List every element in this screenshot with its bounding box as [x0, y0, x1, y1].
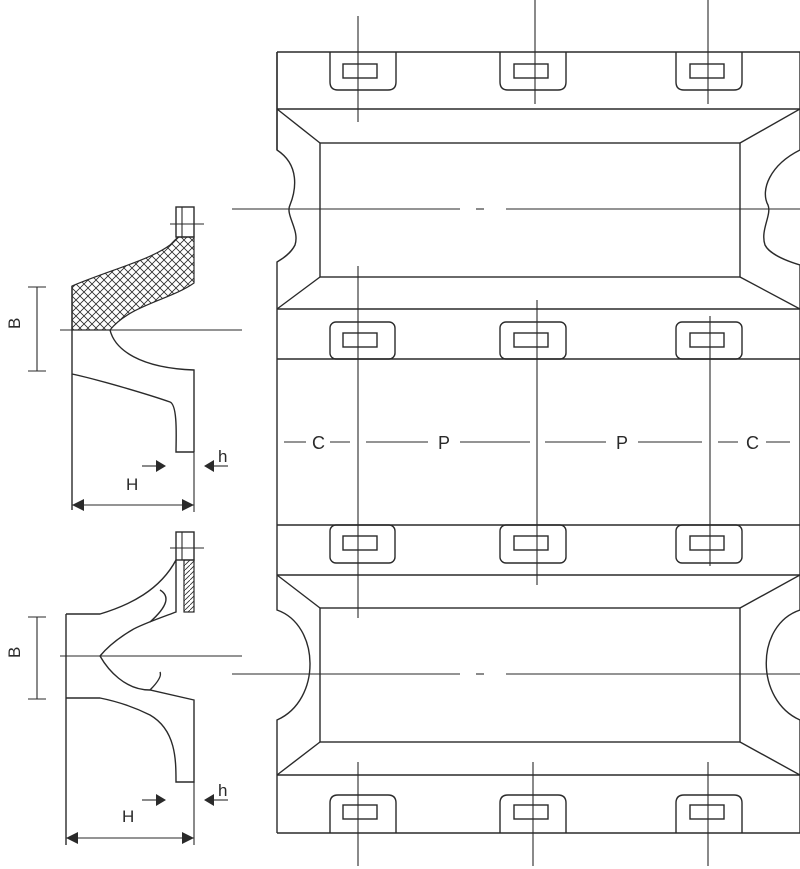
plan-upper-recess	[319, 142, 741, 278]
dim-label-c-left: C	[312, 433, 325, 453]
bottom-profile-hatched-plate	[183, 559, 195, 613]
top-profile-hatched-section	[71, 236, 195, 331]
plan-lower-recess	[319, 607, 741, 743]
bolt-pocket-row-2	[329, 321, 743, 360]
bolt-pocket-row-4	[329, 794, 743, 833]
top-h-lower-label: h	[218, 447, 227, 466]
plan-view: C P P C	[232, 0, 800, 866]
dim-label-c-right: C	[746, 433, 759, 453]
dim-label-p-left: P	[438, 433, 450, 453]
bottom-profile-bolt-head	[175, 531, 195, 561]
bottom-profile-lower-contour	[66, 655, 195, 783]
dim-label-p-right: P	[616, 433, 628, 453]
top-profile-inner-curve	[109, 329, 195, 452]
top-h-upper-label: H	[126, 475, 138, 494]
bolt-pocket-row-3	[329, 524, 743, 564]
plan-left-edge	[276, 52, 311, 833]
bottom-section-profile: B H h	[5, 531, 242, 845]
top-profile-lower-contour	[71, 373, 194, 453]
bottom-profile-inner-rib	[149, 589, 167, 623]
top-section-profile: B H h	[5, 206, 242, 512]
bottom-h-upper-label: H	[122, 807, 134, 826]
bottom-profile-upper-contour	[66, 559, 177, 657]
top-b-label: B	[5, 318, 24, 329]
bottom-b-label: B	[5, 647, 24, 658]
plan-right-edge	[763, 52, 800, 833]
top-profile-bolt-head	[175, 206, 195, 238]
bolt-pocket-row-1	[329, 52, 743, 91]
bottom-h-lower-label: h	[218, 781, 227, 800]
